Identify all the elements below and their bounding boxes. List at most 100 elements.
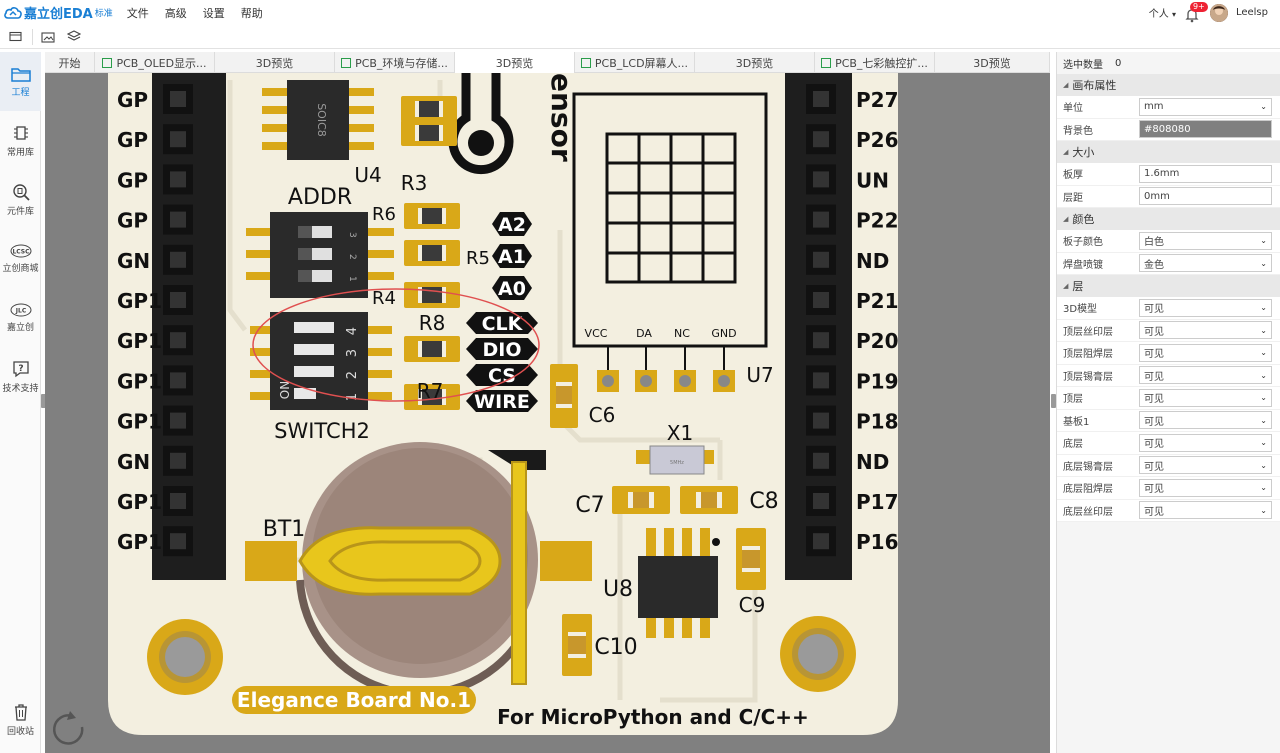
property-select[interactable]: 白色⌄: [1139, 231, 1272, 250]
left-pin-label: GP1: [117, 490, 162, 514]
left-pin-label: GP1: [117, 329, 162, 353]
switch2-label: SWITCH2: [274, 419, 370, 443]
panel-collapse-handle[interactable]: [1051, 394, 1056, 408]
sidebar-item-component-lib[interactable]: 元件库: [0, 170, 41, 229]
jlc-icon: JLC: [10, 303, 31, 316]
address-tag-shape: [492, 276, 532, 300]
left-sidebar: 工程 常用库 元件库 LCSC 立创商城 JLC 嘉立创 ? 技术支持 回收站: [0, 52, 41, 753]
property-select[interactable]: mm⌄: [1139, 97, 1272, 116]
tab-label: PCB_OLED显示...: [116, 56, 207, 70]
property-value: 白色: [1144, 237, 1164, 249]
u4-label: U4: [354, 163, 381, 187]
property-select[interactable]: 可见⌄: [1139, 456, 1272, 475]
menu-advanced[interactable]: 高级: [164, 6, 187, 20]
header-pin-hole: [813, 412, 829, 429]
property-select[interactable]: 可见⌄: [1139, 501, 1272, 520]
property-value: 可见: [1144, 506, 1164, 518]
sidebar-item-lcsc[interactable]: LCSC 立创商城: [0, 229, 41, 288]
property-input[interactable]: 1.6mm: [1139, 164, 1272, 183]
header-pin-hole: [813, 171, 829, 188]
avatar[interactable]: [1209, 3, 1228, 22]
tab-label: 3D预览: [735, 56, 774, 70]
header-pin-hole: [813, 372, 829, 389]
header-pin-hole: [813, 533, 829, 550]
switch2: [250, 312, 392, 410]
elegance-label: Elegance Board No.1: [237, 688, 471, 712]
property-select[interactable]: 可见⌄: [1139, 321, 1272, 340]
notification-badge: 9+: [1189, 1, 1208, 12]
pcb-icon: [341, 57, 352, 68]
header-pin-hole: [813, 251, 829, 268]
property-select[interactable]: 可见⌄: [1139, 411, 1272, 430]
property-color[interactable]: #808080: [1139, 120, 1272, 139]
window-button[interactable]: [4, 27, 26, 47]
sidebar-item-label: 立创商城: [2, 263, 39, 274]
sidebar-item-common-lib[interactable]: 常用库: [0, 111, 41, 170]
section-header[interactable]: ◢层: [1057, 275, 1280, 297]
property-select[interactable]: 可见⌄: [1139, 366, 1272, 385]
personal-menu[interactable]: 个人 ▾: [1149, 5, 1176, 20]
property-select[interactable]: 可见⌄: [1139, 343, 1272, 362]
section-header[interactable]: ◢颜色: [1057, 208, 1280, 230]
sidebar-item-project[interactable]: 工程: [0, 52, 41, 111]
property-select[interactable]: 可见⌄: [1139, 388, 1272, 407]
property-row: 背景色#808080: [1057, 118, 1280, 141]
main-menu: 文件 高级 设置 帮助: [119, 5, 271, 21]
tab-start[interactable]: 开始: [45, 52, 95, 73]
tab-pcb-touch[interactable]: PCB_七彩触控扩...: [815, 52, 935, 73]
address-tag-label: A2: [498, 214, 526, 236]
tab-pcb-oled[interactable]: PCB_OLED显示...: [95, 52, 215, 73]
addr-num-3: 3: [347, 232, 357, 238]
left-pin-label: GN: [117, 249, 150, 273]
chip-icon: [13, 125, 28, 140]
avatar-image: [1209, 3, 1228, 22]
layers-button[interactable]: [63, 27, 85, 47]
property-select[interactable]: 可见⌄: [1139, 433, 1272, 452]
right-pin-label: P19: [856, 369, 899, 393]
app-logo[interactable]: 嘉立创EDA 标准: [4, 0, 113, 25]
tab-3d-preview-4[interactable]: 3D预览: [935, 52, 1050, 73]
username[interactable]: Leelsp: [1235, 7, 1268, 18]
tab-pcb-lcd[interactable]: PCB_LCD屏幕人...: [575, 52, 695, 73]
notification-bell[interactable]: 9+: [1184, 1, 1208, 22]
property-row: 3D模型可见⌄: [1057, 297, 1280, 320]
trash-icon: [14, 703, 27, 721]
header-pin-hole: [170, 332, 186, 349]
sidebar-item-jlc[interactable]: JLC 嘉立创: [0, 288, 41, 347]
header-pin-hole: [170, 412, 186, 429]
property-select[interactable]: 可见⌄: [1139, 298, 1272, 317]
property-row: 板子颜色白色⌄: [1057, 230, 1280, 253]
property-row: 顶层锡膏层可见⌄: [1057, 364, 1280, 387]
property-value: 金色: [1144, 259, 1164, 271]
sidebar-collapse-handle[interactable]: [41, 394, 46, 408]
tab-3d-preview-1[interactable]: 3D预览: [215, 52, 335, 73]
menu-file[interactable]: 文件: [126, 6, 149, 20]
chevron-down-icon: ⌄: [1260, 303, 1267, 313]
sidebar-item-support[interactable]: ? 技术支持: [0, 347, 41, 406]
tab-3d-preview-2[interactable]: 3D预览: [455, 52, 575, 73]
right-pin-label: P18: [856, 410, 899, 434]
section-header[interactable]: ◢画布属性: [1057, 74, 1280, 96]
menu-settings[interactable]: 设置: [202, 6, 225, 20]
property-select[interactable]: 可见⌄: [1139, 478, 1272, 497]
menu-help[interactable]: 帮助: [240, 6, 263, 20]
left-pin-label: GP: [117, 88, 148, 112]
sidebar-item-trash[interactable]: 回收站: [0, 690, 41, 749]
tab-pcb-env[interactable]: PCB_环境与存储...: [335, 52, 455, 73]
rotate-view-icon[interactable]: [53, 711, 84, 745]
u7-pin-da: DA: [636, 327, 652, 340]
section-header[interactable]: ◢大小: [1057, 141, 1280, 163]
property-value: 0mm: [1144, 190, 1170, 202]
property-value: 可见: [1144, 416, 1164, 428]
header-pin-hole: [813, 452, 829, 469]
property-input[interactable]: 0mm: [1139, 187, 1272, 206]
header-pin-hole: [170, 91, 186, 107]
property-row: 顶层丝印层可见⌄: [1057, 319, 1280, 342]
tab-3d-preview-3[interactable]: 3D预览: [695, 52, 815, 73]
property-select[interactable]: 金色⌄: [1139, 254, 1272, 273]
open-folder-button[interactable]: [37, 27, 59, 47]
